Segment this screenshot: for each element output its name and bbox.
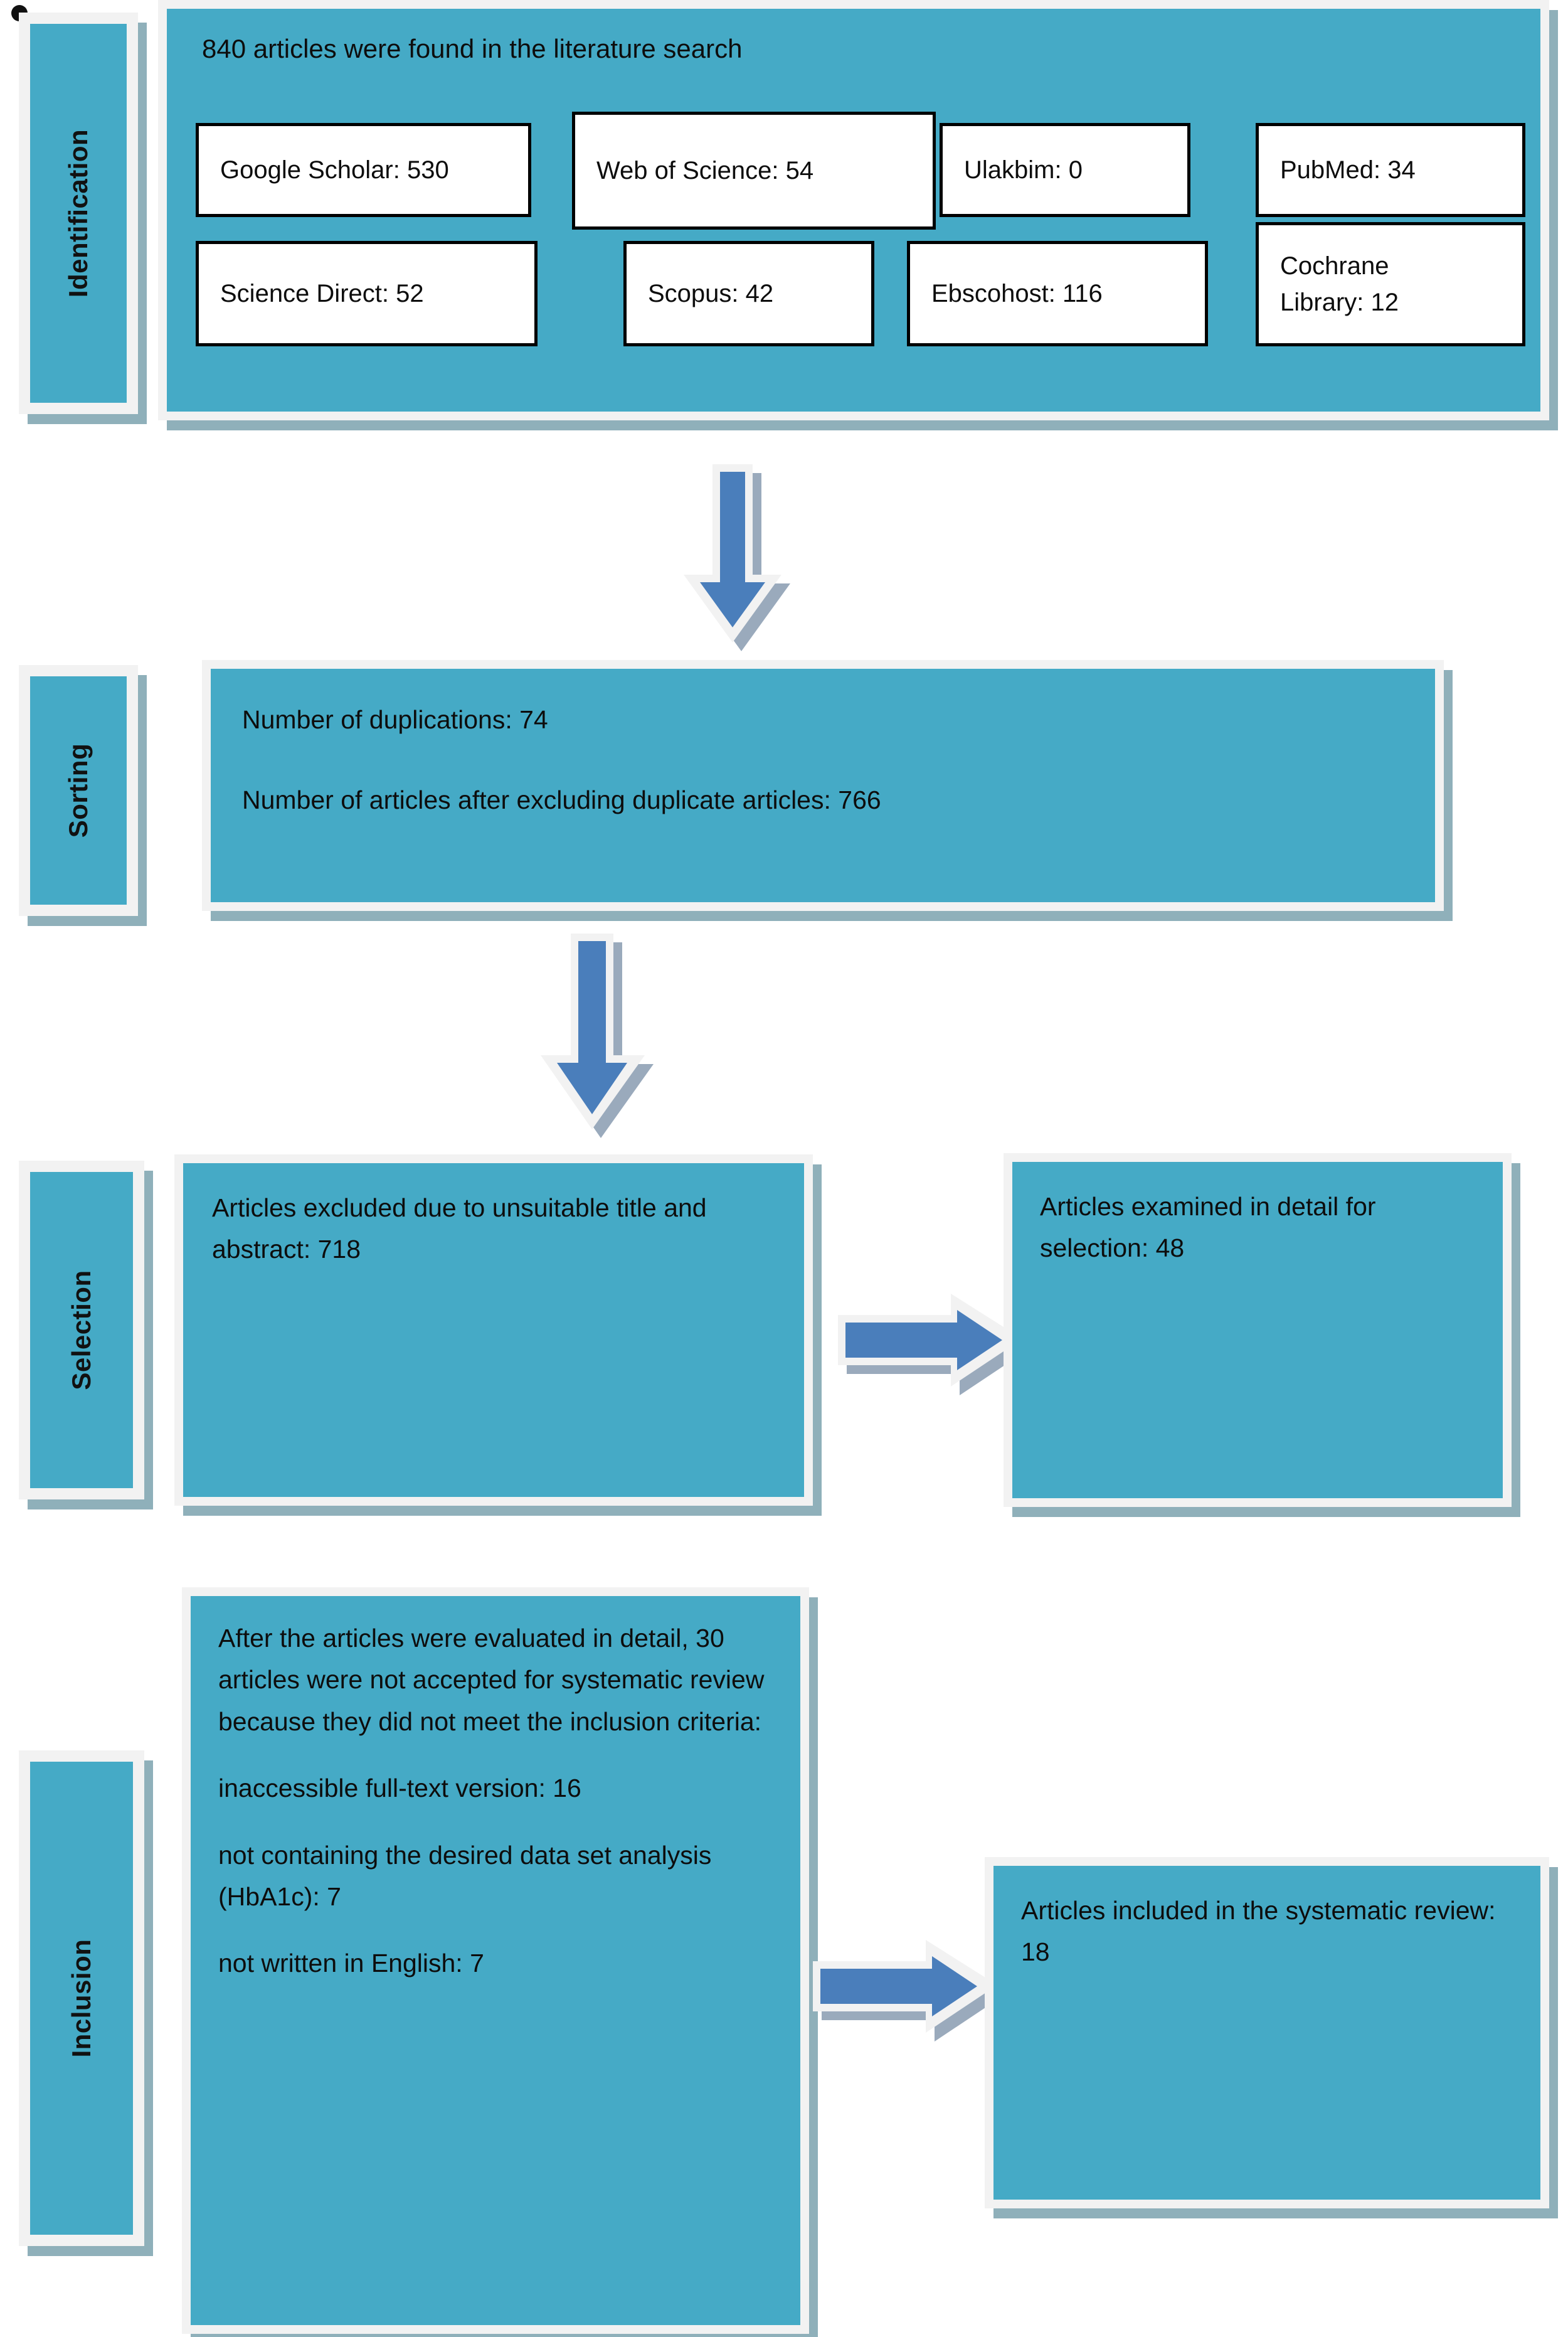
inclusion-reason-2: not containing the desired data set anal… bbox=[218, 1840, 712, 1912]
source-label-ebscohost: Ebscohost: 116 bbox=[931, 280, 1103, 307]
source-label-scopus: Scopus: 42 bbox=[648, 280, 774, 307]
selection-examined-box: Articles examined in detail for selectio… bbox=[1004, 1153, 1512, 1507]
source-label-ulakbim: Ulakbim: 0 bbox=[964, 156, 1083, 184]
stage-chip-inclusion: Inclusion bbox=[19, 1750, 144, 2246]
stage-chip-identification-body: Identification bbox=[30, 24, 127, 403]
arrow-down-sorting-to-selection bbox=[526, 922, 657, 1148]
sorting-panel: Number of duplications: 74 Number of art… bbox=[202, 660, 1444, 911]
source-box-web-of-science: Web of Science: 54 bbox=[572, 112, 936, 230]
selection-excluded-box-body: Articles excluded due to unsuitable titl… bbox=[183, 1163, 804, 1497]
source-box-google-scholar: Google Scholar: 530 bbox=[196, 123, 531, 217]
stage-chip-sorting-body: Sorting bbox=[30, 676, 127, 905]
source-box-ulakbim: Ulakbim: 0 bbox=[940, 123, 1190, 217]
stage-label-selection: Selection bbox=[66, 1270, 96, 1390]
stage-label-identification: Identification bbox=[63, 129, 93, 298]
inclusion-excluded-box: After the articles were evaluated in det… bbox=[182, 1587, 809, 2334]
inclusion-text-block: After the articles were evaluated in det… bbox=[218, 1617, 775, 1984]
selection-examined-box-body: Articles examined in detail for selectio… bbox=[1012, 1162, 1503, 1498]
selection-excluded-box: Articles excluded due to unsuitable titl… bbox=[174, 1154, 813, 1506]
source-box-science-direct: Science Direct: 52 bbox=[196, 241, 538, 346]
inclusion-included-box: Articles included in the systematic revi… bbox=[985, 1857, 1549, 2208]
sorting-text-block: Number of duplications: 74 Number of art… bbox=[242, 699, 1410, 821]
stage-chip-selection-body: Selection bbox=[30, 1172, 133, 1488]
sorting-after-duplicates-line: Number of articles after excluding dupli… bbox=[242, 785, 881, 815]
arrow-right-selection bbox=[834, 1292, 1041, 1418]
identification-panel-body: 840 articles were found in the literatur… bbox=[167, 9, 1540, 412]
arrow-down-identification-to-sorting bbox=[665, 450, 797, 664]
inclusion-included-text: Articles included in the systematic revi… bbox=[1021, 1896, 1496, 1967]
stage-chip-selection: Selection bbox=[19, 1161, 144, 1499]
inclusion-reason-3: not written in English: 7 bbox=[218, 1949, 484, 1978]
sorting-duplications-line: Number of duplications: 74 bbox=[242, 705, 548, 734]
inclusion-intro-line: After the articles were evaluated in det… bbox=[218, 1624, 765, 1736]
inclusion-excluded-box-body: After the articles were evaluated in det… bbox=[191, 1596, 800, 2325]
stage-label-sorting: Sorting bbox=[63, 743, 93, 838]
stage-chip-inclusion-body: Inclusion bbox=[30, 1762, 133, 2235]
source-label-google-scholar: Google Scholar: 530 bbox=[220, 156, 449, 184]
source-label-science-direct: Science Direct: 52 bbox=[220, 280, 424, 307]
selection-examined-text: Articles examined in detail for selectio… bbox=[1040, 1192, 1376, 1263]
stage-chip-sorting: Sorting bbox=[19, 665, 138, 916]
selection-excluded-text: Articles excluded due to unsuitable titl… bbox=[212, 1193, 707, 1264]
identification-headline: 840 articles were found in the literatur… bbox=[202, 34, 743, 63]
source-box-cochrane-library: Cochrane Library: 12 bbox=[1256, 222, 1525, 346]
stage-label-inclusion: Inclusion bbox=[66, 1939, 96, 2058]
arrow-right-inclusion bbox=[809, 1939, 1016, 2064]
source-label-cochrane-library: Cochrane Library: 12 bbox=[1280, 252, 1399, 316]
source-box-pubmed: PubMed: 34 bbox=[1256, 123, 1525, 217]
sorting-panel-body: Number of duplications: 74 Number of art… bbox=[211, 669, 1435, 902]
stage-chip-identification: Identification bbox=[19, 13, 138, 414]
inclusion-reason-1: inaccessible full-text version: 16 bbox=[218, 1774, 581, 1803]
source-box-ebscohost: Ebscohost: 116 bbox=[907, 241, 1208, 346]
source-label-web-of-science: Web of Science: 54 bbox=[596, 157, 814, 184]
source-label-pubmed: PubMed: 34 bbox=[1280, 156, 1416, 184]
source-box-scopus: Scopus: 42 bbox=[623, 241, 874, 346]
inclusion-included-box-body: Articles included in the systematic revi… bbox=[993, 1866, 1540, 2200]
identification-panel: 840 articles were found in the literatur… bbox=[158, 0, 1549, 420]
